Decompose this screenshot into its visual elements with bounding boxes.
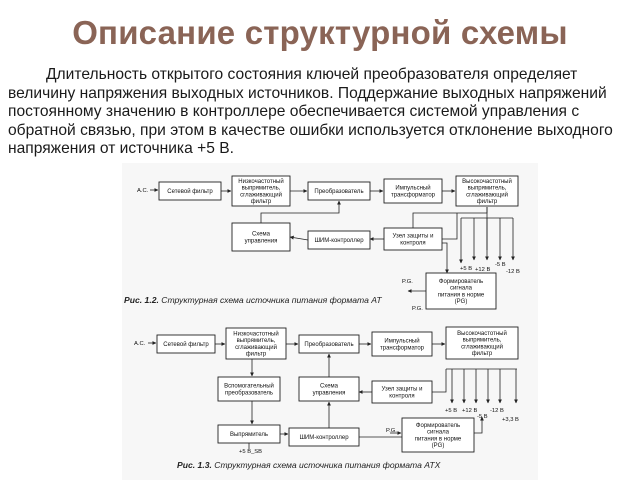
fig1-mains-filter-block-label: Сетевой фильтр [167,188,213,195]
page-title: Описание структурной схемы [72,14,568,51]
fig1-out-plus12: +12 В [475,267,490,273]
fig1-pg-label-bottom: P.G. [412,306,423,312]
fig2-pg-former-block-label: Формирователь [416,423,460,429]
fig2-rectifier-block-label: Выпрямитель [230,432,268,438]
fig1-lf-rectifier-block-label: выпрямитель, [242,186,281,192]
fig2-pg-former-block-label: питания в норме [415,436,462,442]
connector-line [289,235,309,241]
connector-line [442,242,449,274]
fig2-out-plus3v3: +3,3 В [502,417,519,423]
fig1-hf-rectifier-block-label: Высокочастотный [462,178,512,185]
fig2-out-plus12: +12 В [462,408,477,414]
fig2-pg-former-block-label: сигнала [427,430,450,436]
fig2-lf-rectifier-block-label: Низкочастотный [233,331,278,338]
fig1-pwm-controller-block-label: ШИМ-контроллер [314,238,364,244]
fig2-hf-rectifier-block-label: выпрямитель, [463,338,502,344]
fig1-hf-rectifier-block-label: фильтр [477,199,498,205]
fig1-pulse-transformer-block-label: Импульсный [395,185,430,192]
fig1-lf-rectifier-block-label: сглаживающий [240,191,282,198]
fig1-protection-block-label: Узел защиты и [393,234,434,240]
fig2-standby-label: +5 В_SB [239,449,262,455]
fig2-mains-filter-block: Сетевой фильтр [156,334,216,354]
fig2-converter-block-label: Преобразователь [304,342,353,348]
fig2-pg-former-block-label: (PG) [432,443,445,449]
fig2-control-block-label: Схема [320,384,339,390]
fig2-hf-rectifier-block-label: Высокочастотный [457,330,507,337]
fig1-control-block-label: управления [245,238,278,244]
fig2-ac-input-label: A.C. [134,341,146,347]
fig2-out-plus5: +5 В [445,408,457,414]
fig2-lf-rectifier-block-label: фильтр [246,351,267,357]
fig2-control-block-label: управления [313,390,346,396]
fig1-converter-block-label: Преобразователь [314,189,363,195]
connector-line [412,207,488,228]
fig1-pg-former-block-label: сигнала [450,286,473,292]
fig2-out-minus5: -5 В [477,414,488,420]
fig1-caption: Рис. 1.2. Структурная схема источника пи… [124,295,382,305]
fig2-converter-block: Преобразователь [298,334,360,354]
fig2-lf-rectifier-block-label: выпрямитель, [237,338,276,344]
fig1-ac-input-label: A.C. [137,188,149,194]
connector-line [442,227,458,240]
fig2-mains-filter-block-label: Сетевой фильтр [163,341,209,348]
fig2-pulse-transformer-block-label: трансформатор [380,345,425,351]
fig2-pwm-controller-block-label: ШИМ-контроллер [299,435,349,441]
fig1-lf-rectifier-block-label: Низкочастотный [238,178,283,185]
fig1-converter-block: Преобразователь [307,181,371,201]
fig1-protection-block-label: контроля [400,240,425,246]
fig2-lf-rectifier-block-label: сглаживающий [235,344,277,351]
fig1-pg-former-block-label: Формирователь [439,279,483,285]
fig2-caption: Рис. 1.3. Структурная схема источника пи… [177,460,441,470]
fig2-protection-block-label: Узел защиты и [382,387,423,393]
fig2-pulse-transformer-block-label: Импульсный [384,338,419,345]
fig2-lf-rectifier-block: Низкочастотныйвыпрямитель,сглаживающийфи… [225,327,287,360]
fig1-out-minus12: -12 В [506,269,520,275]
block-diagram-svg: Сетевой фильтрНизкочастотныйвыпрямитель,… [124,175,520,470]
description-paragraph: Длительность открытого состояния ключей … [8,66,613,157]
fig2-pg-label: P.G. [386,428,397,434]
fig1-out-plus5: +5 В [460,266,472,272]
fig1-hf-rectifier-block: Высокочастотныйвыпрямитель,сглаживающийф… [455,175,519,207]
fig1-lf-rectifier-block-label: фильтр [251,199,272,205]
connector-line [474,416,484,434]
fig1-lf-rectifier-block: Низкочастотныйвыпрямитель,сглаживающийфи… [231,175,291,207]
fig1-pg-former-block-label: питания в норме [438,292,485,298]
fig2-hf-rectifier-block-label: сглаживающий [461,343,503,350]
fig2-out-minus12: -12 В [490,408,504,414]
fig2-hf-rectifier-block-label: фильтр [472,351,493,357]
fig1-out-minus5: -5 В [495,262,506,268]
fig1-pwm-controller-block: ШИМ-контроллер [307,230,371,250]
fig1-mains-filter-block: Сетевой фильтр [158,181,222,201]
fig2-protection-block-label: контроля [389,393,414,399]
fig1-pg-label-left: P.G. [402,279,413,285]
fig1-control-block-label: Схема [252,232,271,238]
fig2-aux-converter-block-label: Вспомогательный [224,383,274,390]
fig1-hf-rectifier-block-label: сглаживающий [466,191,508,198]
connector-line [432,369,447,393]
fig1-pg-former-block-label: (PG) [455,299,468,305]
fig2-aux-converter-block-label: преобразователь [225,390,273,396]
fig1-hf-rectifier-block-label: выпрямитель, [468,186,507,192]
connector-line [260,200,341,223]
fig2-pwm-controller-block: ШИМ-контроллер [288,427,360,447]
fig2-hf-rectifier-block: Высокочастотныйвыпрямитель,сглаживающийф… [445,326,519,360]
fig1-pulse-transformer-block-label: трансформатор [391,192,436,198]
fig2-rectifier-block: Выпрямитель [217,424,281,444]
